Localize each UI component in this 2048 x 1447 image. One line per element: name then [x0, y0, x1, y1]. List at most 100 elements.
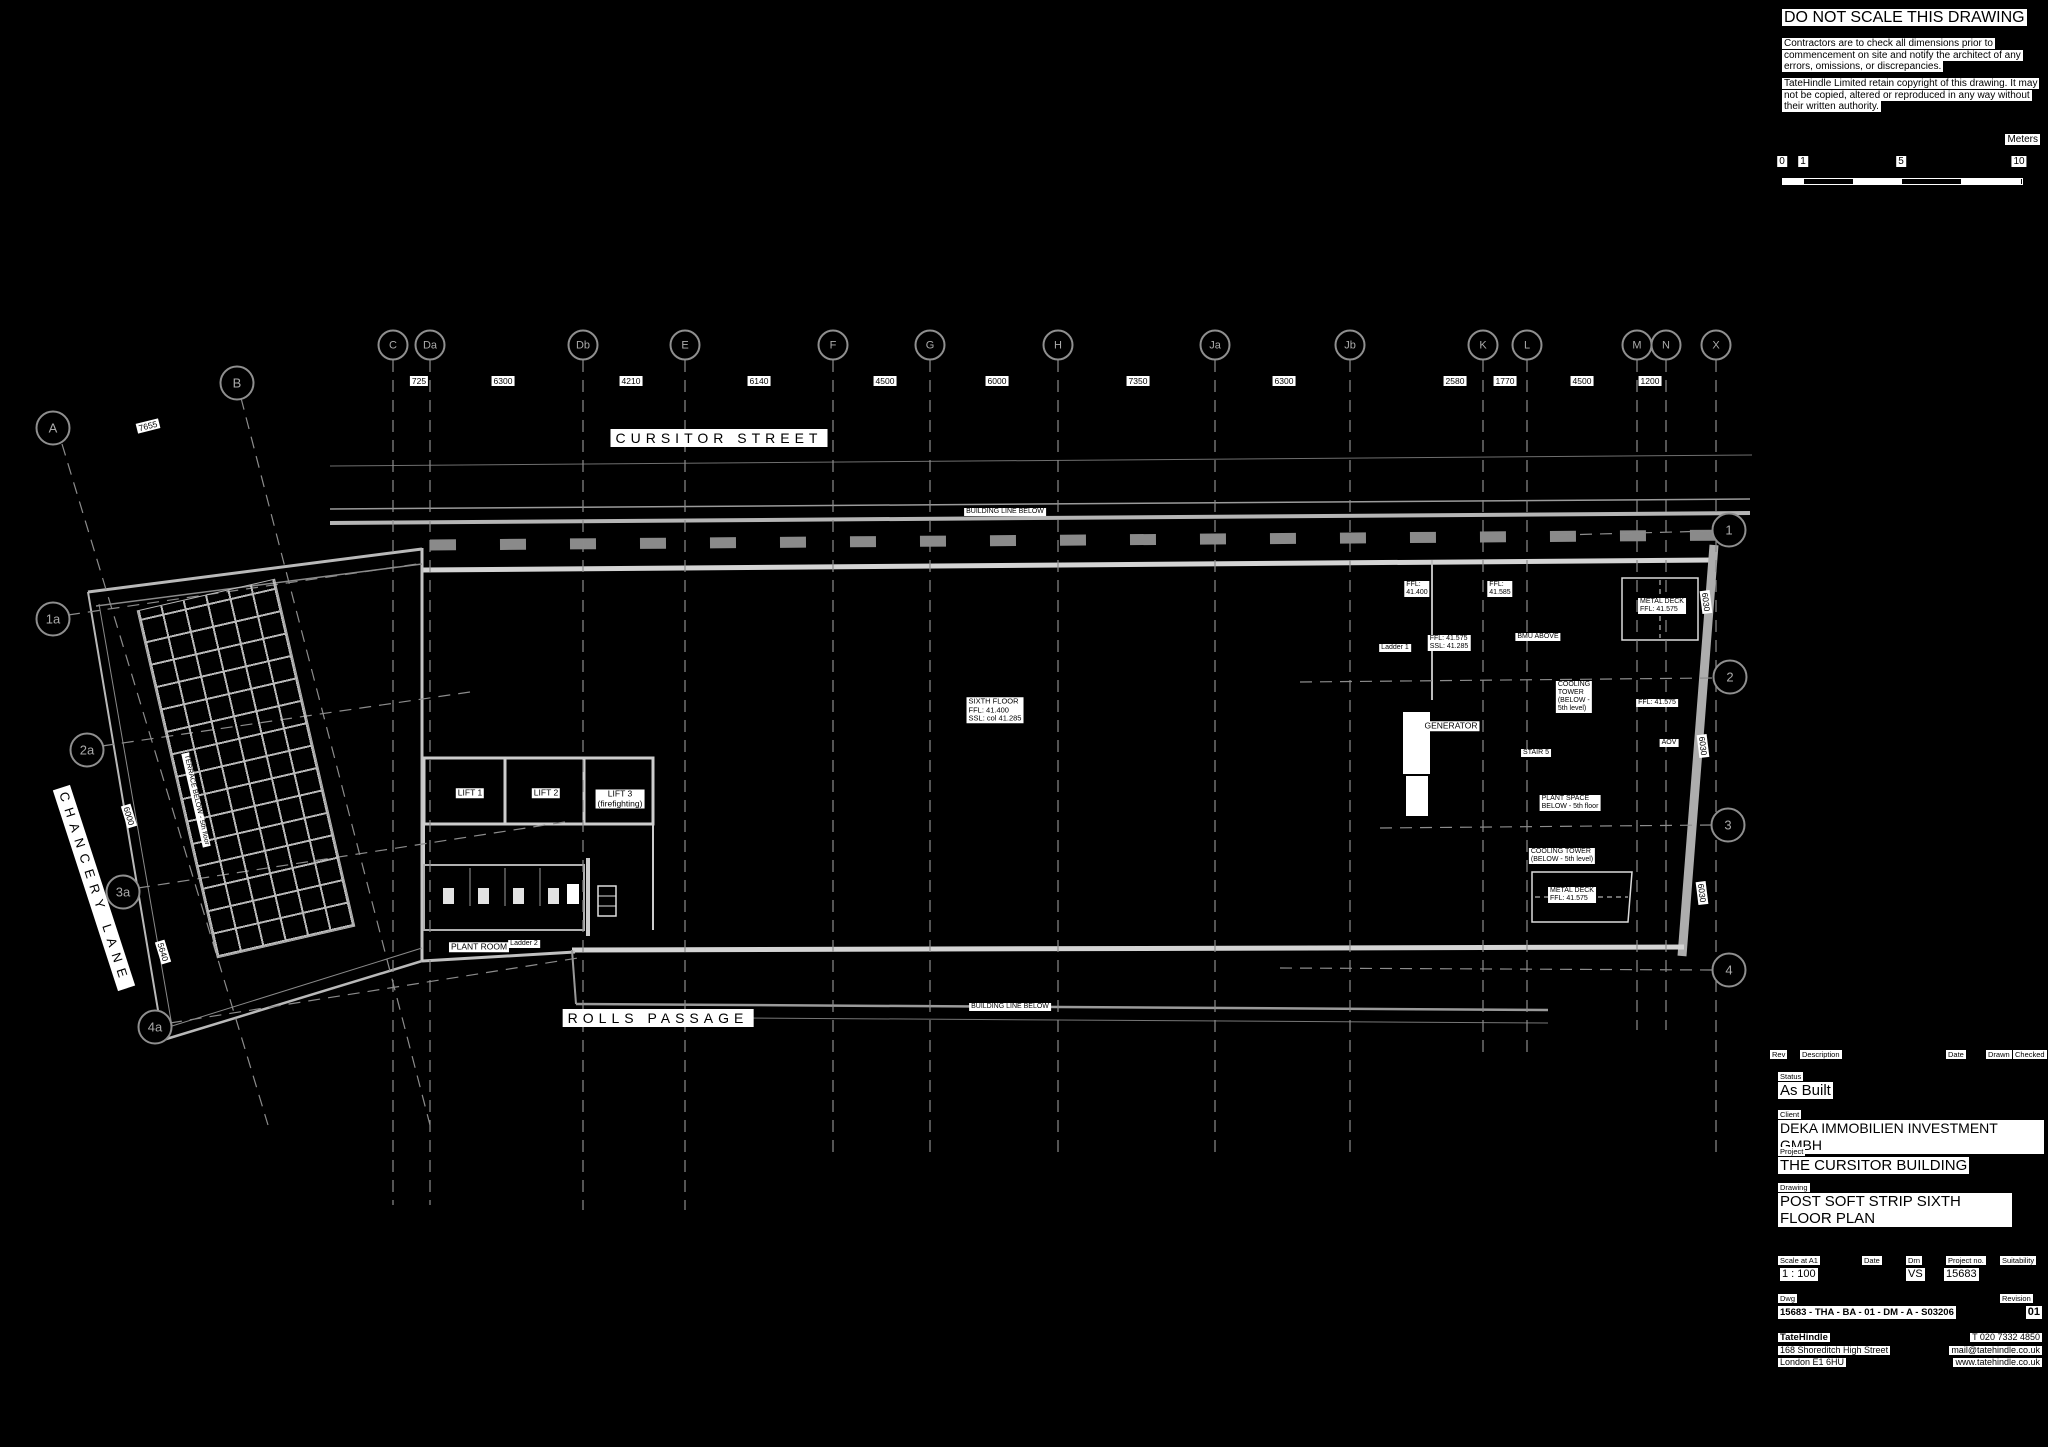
- street-label-rolls-passage: ROLLS PASSAGE: [562, 1009, 754, 1027]
- dimension-label: 1200: [1638, 376, 1662, 386]
- dimension-label: 725: [409, 376, 429, 386]
- status-value: As Built: [1778, 1082, 1833, 1099]
- dimension-label: 5640: [154, 939, 172, 965]
- scale-tick-5: 5: [1896, 156, 1906, 167]
- note-copyright: TateHindle Limited retain copyright of t…: [1782, 78, 2040, 112]
- client-value: DEKA IMMOBILIEN INVESTMENT GMBH: [1778, 1120, 2044, 1154]
- room-label-lift-2: LIFT 2: [531, 787, 561, 798]
- grid-bubble-3: 3: [1710, 807, 1746, 843]
- grid-bubble-1: 1: [1711, 512, 1747, 548]
- units-label: Meters: [2005, 134, 2040, 145]
- drn-value: VS: [1906, 1268, 1925, 1281]
- scale-label: Scale at A1: [1778, 1256, 1820, 1265]
- rev-col-date: Date: [1946, 1050, 1966, 1059]
- do-not-scale-title: DO NOT SCALE THIS DRAWING: [1782, 9, 2027, 26]
- revision-label: Revision: [2000, 1294, 2033, 1303]
- dimension-label: 1770: [1493, 376, 1517, 386]
- firm-address-2: London E1 6HU: [1778, 1357, 1847, 1367]
- dimension-label: 2580: [1443, 376, 1467, 386]
- floor-level-label: SIXTH FLOOR FFL: 41.400 SSL: col 41.285: [966, 696, 1024, 723]
- grid-bubble-G: G: [914, 329, 946, 361]
- grid-bubble-L: L: [1511, 329, 1543, 361]
- scale-bar: [1782, 178, 2023, 185]
- grid-bubble-E: E: [669, 329, 701, 361]
- building-line-below-bottom: BUILDING LINE BELOW: [969, 1003, 1051, 1011]
- building-perimeter-walls: [420, 544, 1719, 1024]
- room-label-stair-5: STAIR 5: [1521, 749, 1551, 757]
- firm-website: www.tatehindle.co.uk: [1953, 1357, 2042, 1367]
- building-line-below-top: BUILDING LINE BELOW: [964, 508, 1046, 516]
- rev-col-checked: Checked: [2013, 1050, 2047, 1059]
- grid-bubble-N: N: [1650, 329, 1682, 361]
- label-cooling-tower-1: COOLING TOWER (BELOW - 5th level): [1555, 681, 1593, 713]
- grid-bubble-Db: Db: [567, 329, 599, 361]
- dimension-label: 6030: [1699, 590, 1713, 614]
- drawing-label: Drawing: [1778, 1183, 1810, 1192]
- dimension-label: 4500: [873, 376, 897, 386]
- toilet-room: [423, 858, 617, 936]
- room-label-generator: GENERATOR: [1422, 720, 1480, 731]
- level-label-ffl-41585: FFL: 41.585: [1487, 581, 1513, 597]
- scale-tick-0: 0: [1777, 156, 1787, 167]
- grid-bubble-4a: 4a: [137, 1009, 173, 1045]
- grid-bubble-A: A: [35, 410, 71, 446]
- rev-col-description: Description: [1800, 1050, 1842, 1059]
- label-cooling-tower-2: COOLING TOWER (BELOW - 5th level): [1528, 848, 1596, 864]
- grid-bubble-X: X: [1700, 329, 1732, 361]
- level-label-ffl-41400: FFL: 41.400: [1404, 581, 1430, 597]
- scale-tick-10: 10: [2011, 156, 2027, 167]
- street-label-cursitor: CURSITOR STREET: [610, 429, 828, 447]
- drawing-title: POST SOFT STRIP SIXTH FLOOR PLAN: [1778, 1193, 2012, 1227]
- grid-bubble-C: C: [377, 329, 409, 361]
- client-label: Client: [1778, 1110, 1802, 1119]
- dimension-label: 6300: [1272, 376, 1296, 386]
- note-dimensions: Contractors are to check all dimensions …: [1782, 38, 2023, 72]
- grid-line: [1299, 677, 1714, 683]
- dimension-label: 6030: [1695, 881, 1709, 905]
- project-value: THE CURSITOR BUILDING: [1778, 1157, 1970, 1174]
- grid-bubble-1a: 1a: [35, 601, 71, 637]
- room-label-lift-3: LIFT 3 (firefighting): [595, 788, 645, 809]
- dimension-label: 4500: [1570, 376, 1594, 386]
- room-label-plant-room: PLANT ROOM: [448, 941, 510, 952]
- dwg-label: Dwg: [1778, 1294, 1798, 1303]
- grid-line: [240, 397, 431, 1126]
- label-terrace-below: TERRACE BELOW - 5th floor: [181, 752, 211, 848]
- label-bmu-above: BMU ABOVE: [1515, 633, 1561, 641]
- project-no-value: 15683: [1944, 1268, 1979, 1281]
- grid-bubble-Ja: Ja: [1199, 329, 1231, 361]
- label-aov: AOV: [1659, 739, 1679, 747]
- level-label-ffl-41575-edge: FFL: 41.575: [1636, 699, 1678, 707]
- grid-bubble-2: 2: [1712, 659, 1748, 695]
- grid-line: [1559, 530, 1713, 536]
- grid-line: [137, 821, 566, 889]
- date-label: Date: [1862, 1256, 1882, 1265]
- label-metal-deck-top: METAL DECK FFL: 41.575: [1638, 598, 1686, 614]
- dimension-label: 6140: [747, 376, 771, 386]
- grid-bubble-Jb: Jb: [1334, 329, 1366, 361]
- firm-email: mail@tatehindle.co.uk: [1949, 1345, 2042, 1355]
- scale-tick-1: 1: [1798, 156, 1808, 167]
- status-label: Status: [1778, 1072, 1804, 1081]
- grid-bubble-2a: 2a: [69, 732, 105, 768]
- level-label-ffl-41575: FFL: 41.575 SSL: 41.285: [1427, 635, 1471, 651]
- grid-bubble-F: F: [817, 329, 849, 361]
- grid-bubble-4: 4: [1711, 952, 1747, 988]
- suitability-label: Suitability: [2000, 1256, 2037, 1265]
- cursitor-street-facade: [329, 454, 1753, 551]
- label-ladder-2: Ladder 2: [508, 940, 540, 948]
- dimension-label: 6000: [120, 803, 138, 829]
- dimension-label: 4210: [619, 376, 643, 386]
- grid-bubble-Da: Da: [414, 329, 446, 361]
- grid-bubble-3a: 3a: [105, 874, 141, 910]
- label-plant-space-below: PLANT SPACE BELOW - 5th floor: [1539, 795, 1601, 811]
- dimension-label: 6300: [491, 376, 515, 386]
- grid-bubble-M: M: [1621, 329, 1653, 361]
- dimension-label: 6000: [985, 376, 1009, 386]
- revision-value: 01: [2025, 1306, 2042, 1319]
- room-label-lift-1: LIFT 1: [455, 787, 485, 798]
- label-metal-deck-bottom: METAL DECK FFL: 41.575: [1548, 887, 1596, 903]
- drn-label: Drn: [1906, 1256, 1923, 1265]
